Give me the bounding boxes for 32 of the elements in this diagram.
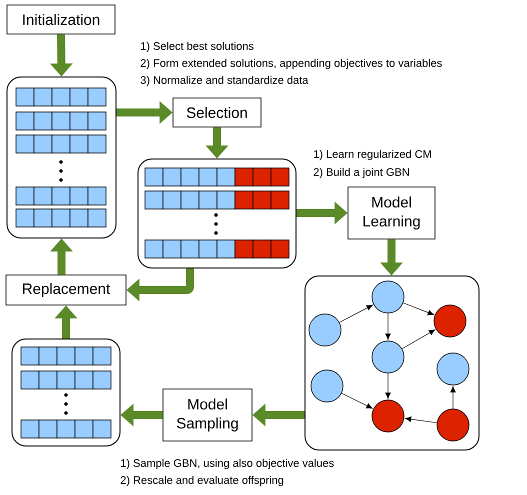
network-node bbox=[372, 340, 404, 374]
arrow bbox=[402, 302, 434, 316]
process-box: Selection bbox=[172, 98, 262, 128]
network-panel bbox=[304, 276, 480, 450]
step-note: 1) Sample GBN, using also objective values bbox=[121, 458, 334, 470]
selected-population-panel bbox=[138, 158, 296, 268]
network-node bbox=[372, 400, 404, 432]
step-note: 1) Learn regularized CM bbox=[314, 150, 431, 160]
arrow bbox=[404, 416, 438, 424]
network-node bbox=[436, 408, 470, 442]
process-box: Replacement bbox=[6, 274, 126, 306]
population-panel bbox=[6, 76, 116, 238]
arrow bbox=[450, 386, 456, 409]
step-note: 1) Select best solutions bbox=[141, 42, 254, 52]
process-box: Model Learning bbox=[348, 186, 436, 240]
network-node bbox=[308, 314, 342, 346]
process-box: Model Sampling bbox=[162, 388, 252, 442]
step-note: 3) Normalize and standardize data bbox=[140, 76, 308, 86]
offspring-panel bbox=[12, 338, 120, 446]
step-note: 2) Form extended solutions, appending objectives to variables bbox=[140, 58, 442, 70]
step-note: 2) Build a joint GBN bbox=[314, 168, 409, 178]
arrow bbox=[341, 392, 373, 409]
arrow bbox=[385, 313, 391, 340]
arrow bbox=[385, 373, 391, 399]
network-node bbox=[436, 352, 470, 386]
arrow bbox=[339, 304, 373, 323]
arrow bbox=[402, 329, 436, 350]
network-node bbox=[434, 304, 466, 338]
process-box: Initialization bbox=[6, 4, 116, 34]
network-node bbox=[372, 280, 404, 314]
step-note: 2) Rescale and evaluate offspring bbox=[120, 476, 284, 486]
network-node bbox=[310, 370, 344, 402]
